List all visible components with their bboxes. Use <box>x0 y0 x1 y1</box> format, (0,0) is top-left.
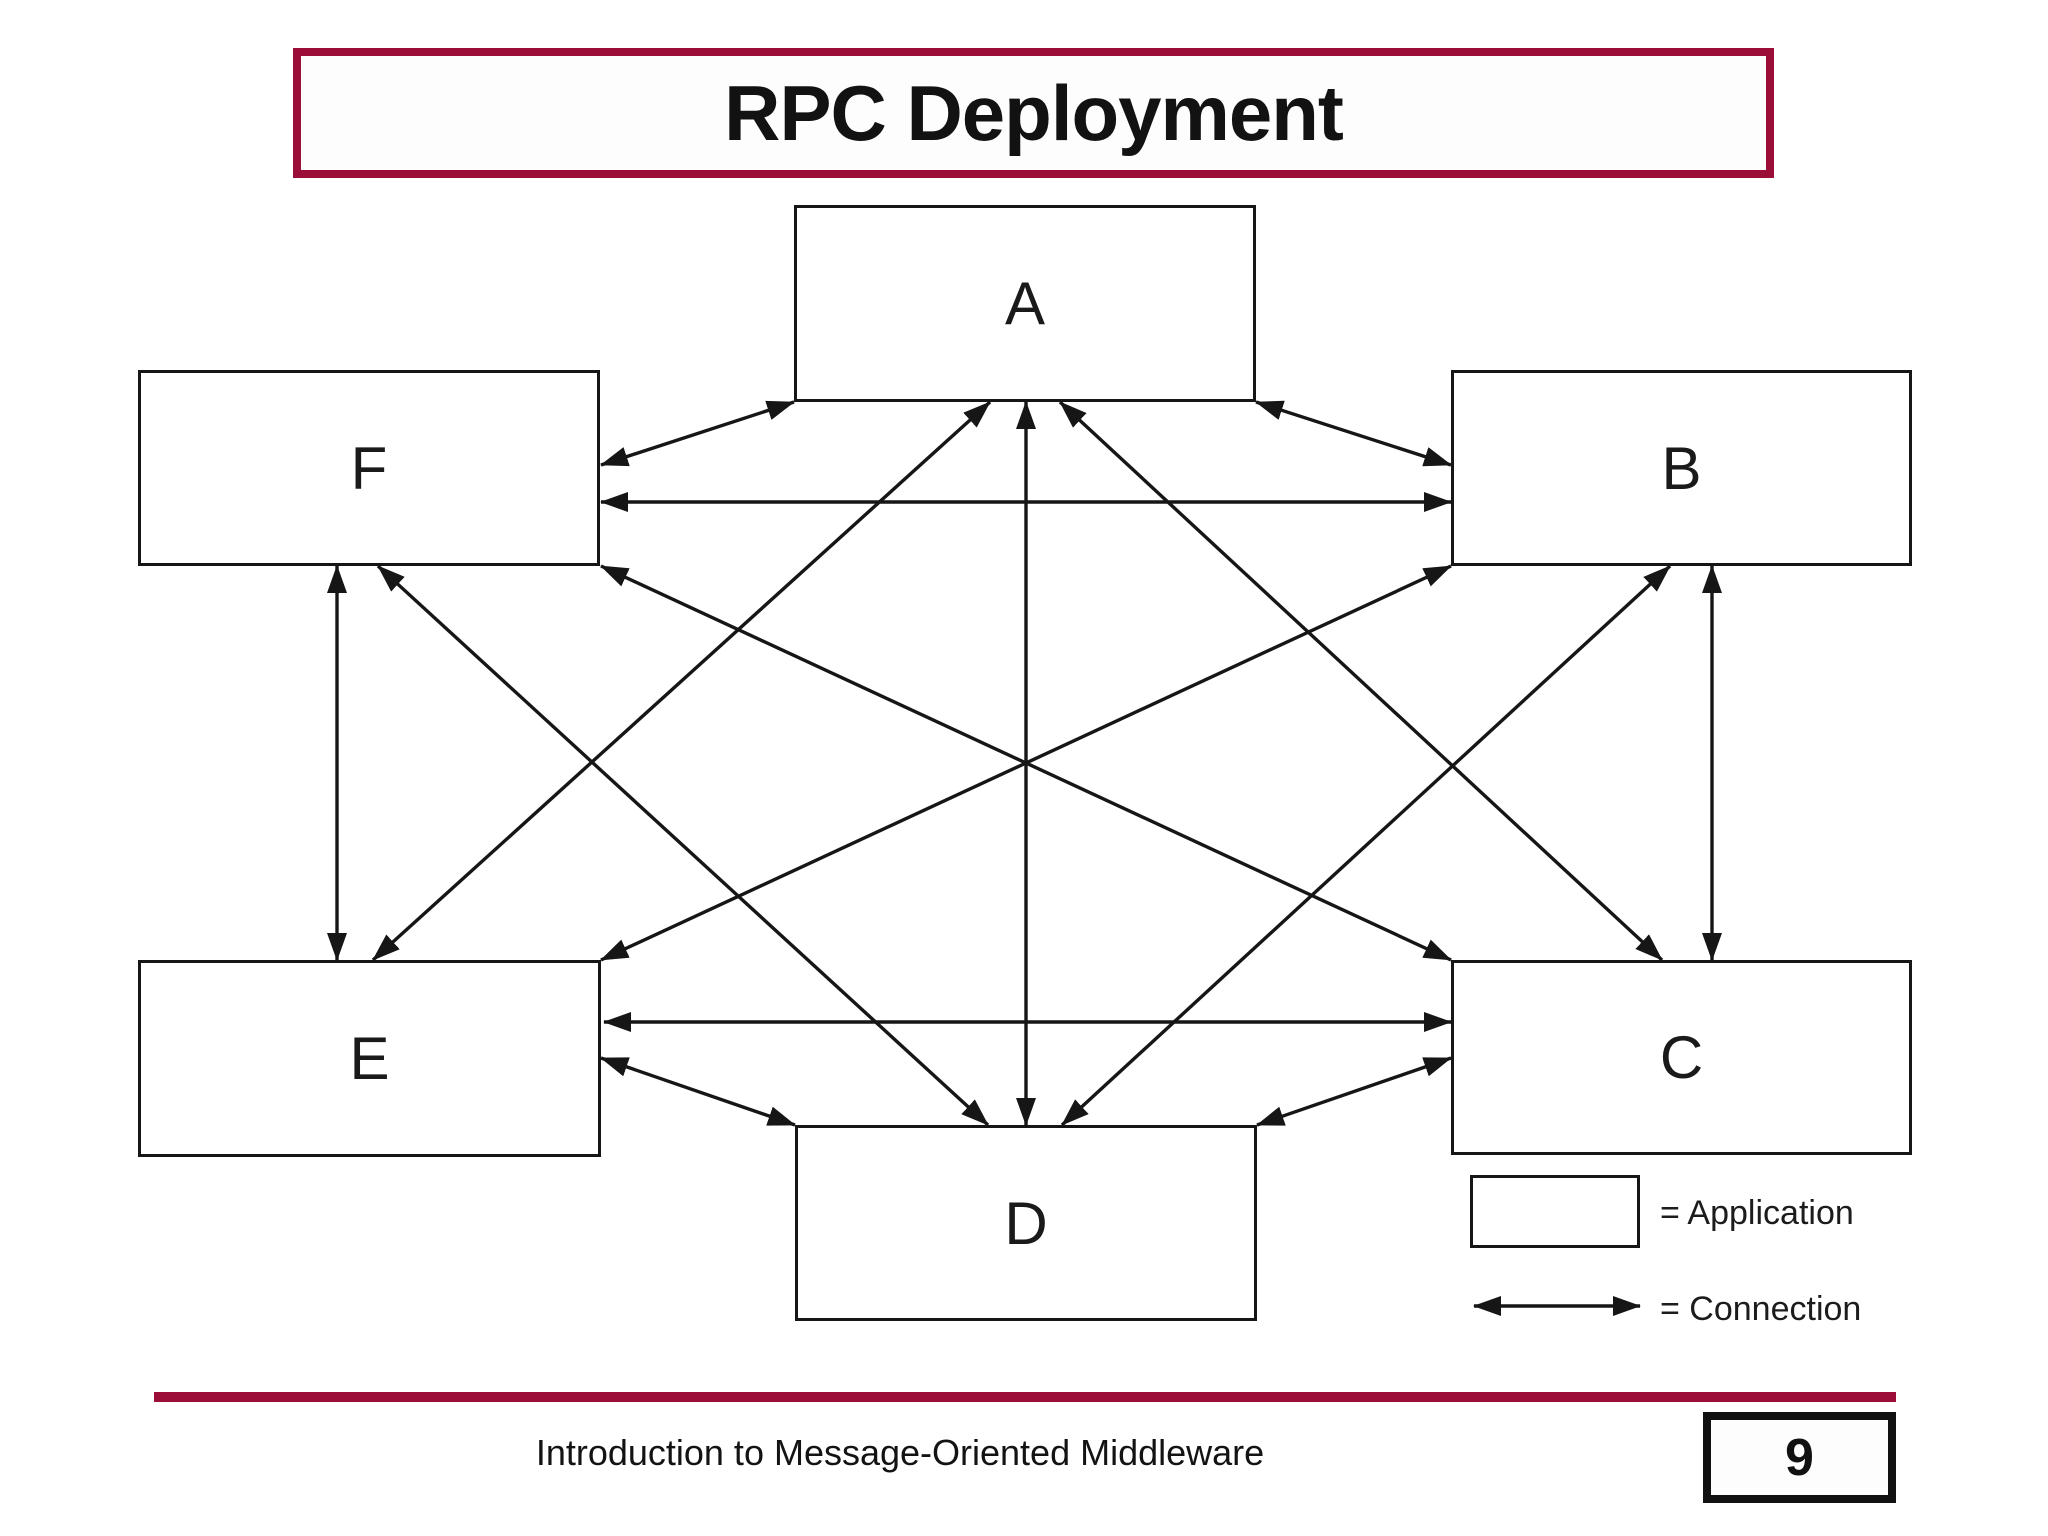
app-node-label-C: C <box>1659 1024 1704 1091</box>
app-node-label-A: A <box>1004 270 1046 337</box>
legend-connection-label: = Connection <box>1660 1290 1862 1328</box>
app-node-B: B <box>1451 370 1912 566</box>
legend-application-label: = Application <box>1660 1194 1854 1232</box>
app-node-label-D: D <box>1004 1189 1048 1257</box>
connection-D-E <box>600 1056 796 1127</box>
footer-divider <box>154 1392 1896 1402</box>
connection-B-E <box>600 564 1452 962</box>
app-node-C: C <box>1451 960 1912 1155</box>
page-number: 9 <box>1785 1428 1814 1487</box>
app-node-A: A <box>794 205 1256 402</box>
app-node-label-E: E <box>349 1025 390 1092</box>
app-node-D: D <box>795 1125 1257 1321</box>
legend-connection-symbol <box>1473 1296 1641 1316</box>
app-node-label-F: F <box>350 434 388 502</box>
connection-A-F <box>600 400 795 467</box>
legend-application-symbol <box>1470 1175 1640 1248</box>
app-node-F: F <box>138 370 600 566</box>
app-node-E: E <box>138 960 601 1157</box>
connection-C-F <box>600 564 1452 962</box>
page-number-box: 9 <box>1703 1412 1896 1503</box>
connection-A-B <box>1255 400 1452 467</box>
app-node-label-B: B <box>1661 434 1702 502</box>
slide-title: RPC Deployment <box>724 68 1344 157</box>
footer-title: Introduction to Message-Oriented Middlew… <box>535 1432 1265 1473</box>
title-box: RPC Deployment <box>293 48 1774 178</box>
connection-C-D <box>1256 1056 1452 1127</box>
